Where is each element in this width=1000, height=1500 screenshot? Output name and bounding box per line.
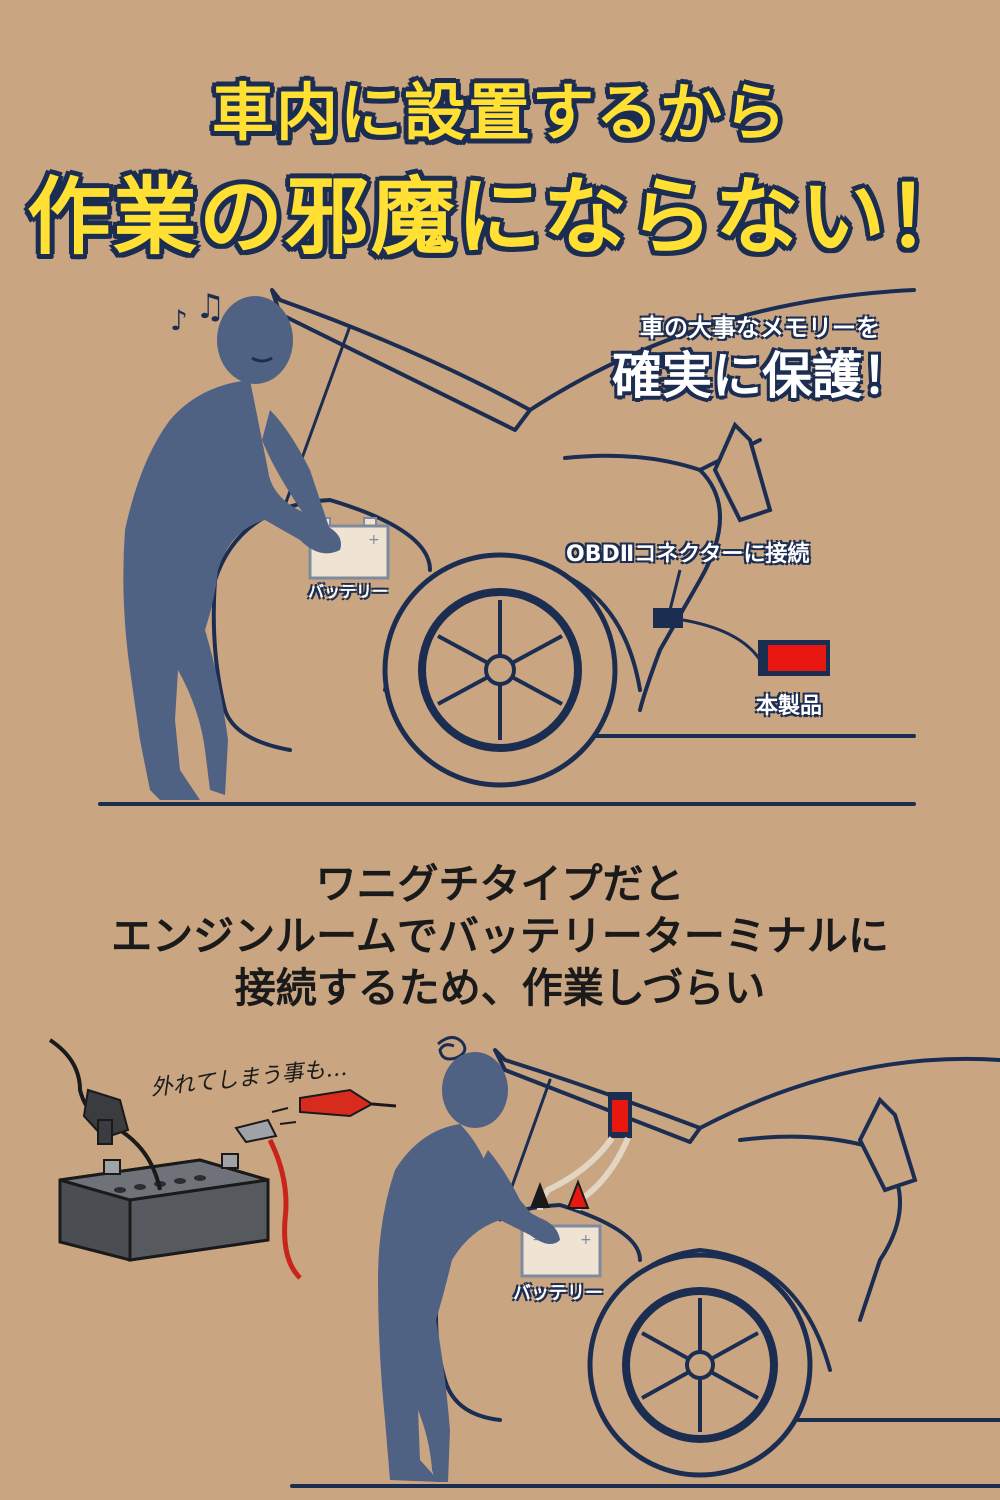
description-line-2: エンジンルームでバッテリーターミナルに — [111, 912, 889, 960]
side-mirror-2 — [857, 1096, 918, 1193]
obd-connector — [653, 608, 683, 628]
car-bumper — [211, 578, 292, 752]
memory-caption-big: 確実に保護！ — [612, 347, 912, 405]
memory-caption-small: 車の大事なメモリーを — [640, 314, 880, 342]
product-icon-2 — [612, 1100, 628, 1132]
car-windshield-line-2 — [698, 1056, 1000, 1130]
red-cable — [267, 1138, 302, 1280]
obd-connector-label: OBDⅡコネクターに接続 — [566, 542, 810, 567]
dizzy-swirl-icon — [437, 1036, 467, 1061]
product-cable — [682, 618, 762, 661]
description-line-3: 接続するため、作業しづらい — [234, 964, 766, 1012]
car-fender — [213, 498, 432, 582]
red-clip — [234, 1088, 397, 1144]
black-clip — [82, 1088, 130, 1145]
person-smile — [251, 356, 273, 363]
clip-black — [530, 1182, 550, 1208]
product-icon — [768, 645, 826, 671]
headline-line-2: 作業の邪魔にならない！ — [26, 168, 973, 266]
front-wheel — [382, 552, 618, 788]
car-hood-2 — [493, 1048, 702, 1144]
person-struggling — [378, 1052, 560, 1482]
battery-label-2: バッテリー — [513, 1283, 603, 1304]
scene-clip-problem: − + — [48, 1036, 1000, 1488]
person-happy — [123, 296, 341, 800]
svg-text:+: + — [368, 532, 380, 548]
description-line-1: ワニグチタイプだと — [315, 860, 685, 908]
motion-lines — [271, 1107, 297, 1125]
clip-red — [566, 1179, 590, 1209]
door-line — [563, 453, 722, 712]
svg-text:♫: ♫ — [195, 287, 225, 327]
headline-line-1: 車内に設置するから — [211, 76, 788, 149]
car-windshield-line — [528, 288, 916, 412]
music-notes-icon: ♪ ♫ — [170, 287, 225, 337]
side-mirror — [712, 421, 773, 523]
battery-label: バッテリー — [308, 582, 389, 601]
car-hood — [270, 288, 532, 432]
front-wheel-2 — [587, 1252, 813, 1478]
car-battery-illustration — [58, 1153, 270, 1262]
product-label: 本製品 — [756, 694, 823, 719]
svg-text:+: + — [580, 1232, 592, 1248]
obd-pointer — [668, 569, 682, 611]
svg-text:♪: ♪ — [170, 304, 188, 337]
scene-obd-install: − + ♪ ♫ — [98, 287, 916, 806]
